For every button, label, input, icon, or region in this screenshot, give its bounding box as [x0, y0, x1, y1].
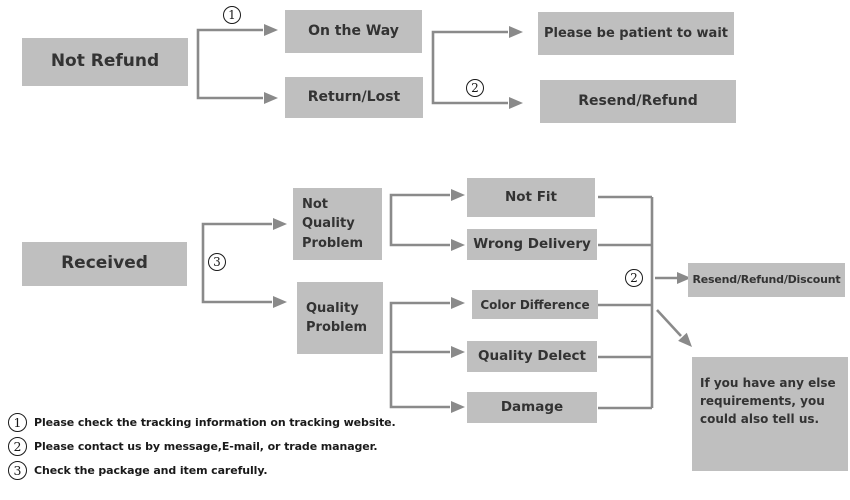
box-be-patient: Please be patient to wait [538, 12, 734, 55]
note-text-1: Please check the tracking information on… [34, 415, 396, 429]
note-marker-2: 2 [8, 436, 27, 456]
step-marker-2-bottom: 2 [625, 269, 643, 287]
box-not-refund: Not Refund [22, 38, 188, 86]
arrowhead [451, 297, 465, 309]
box-other-requirements: If you have any else requirements, you c… [692, 357, 848, 471]
note-text-2: Please contact us by message,E-mail, or … [34, 439, 378, 453]
box-return-lost: Return/Lost [285, 77, 423, 118]
note-text-3: Check the package and item carefully. [34, 463, 268, 477]
box-quality-delect: Quality Delect [467, 341, 597, 372]
arrowhead [451, 239, 465, 251]
note-marker-1: 1 [8, 412, 27, 432]
arrowhead [273, 218, 287, 230]
connector-collector [598, 195, 654, 410]
connector-not-quality-branch [389, 193, 450, 247]
note-2: 2 Please contact us by message,E-mail, o… [8, 436, 378, 456]
connector-not-refund-branch [196, 28, 263, 100]
note-1: 1 Please check the tracking information … [8, 412, 396, 432]
step-marker-2-top: 2 [466, 79, 484, 97]
note-3: 3 Check the package and item carefully. [8, 460, 268, 480]
step-marker-1: 1 [223, 6, 241, 24]
box-wrong-delivery: Wrong Delivery [467, 229, 597, 260]
connector-quality-branch [389, 301, 450, 409]
note-marker-3: 3 [8, 460, 27, 480]
arrowhead [273, 296, 287, 308]
arrowhead [264, 24, 278, 36]
box-received: Received [22, 242, 187, 286]
box-resend-refund-discount: Resend/Refund/Discount [688, 263, 845, 297]
arrowhead [451, 346, 465, 358]
arrowhead [264, 92, 278, 104]
arrowhead [509, 97, 523, 109]
connector-received-branch [201, 222, 272, 304]
box-damage: Damage [467, 392, 597, 423]
box-resend-refund: Resend/Refund [540, 80, 736, 123]
step-marker-3: 3 [208, 253, 226, 271]
box-not-fit: Not Fit [467, 178, 595, 217]
box-color-difference: Color Difference [472, 290, 598, 319]
box-on-the-way: On the Way [285, 10, 422, 53]
box-quality-problem: Quality Problem [297, 282, 383, 354]
connector-to-requirements [656, 309, 682, 337]
arrowhead [677, 272, 691, 284]
arrowhead [451, 401, 465, 413]
arrowhead [451, 189, 465, 201]
arrowhead [509, 26, 523, 38]
connector-shipping-outcomes [431, 30, 508, 105]
box-not-quality-problem: Not Quality Problem [293, 188, 382, 260]
arrowhead [678, 332, 692, 347]
